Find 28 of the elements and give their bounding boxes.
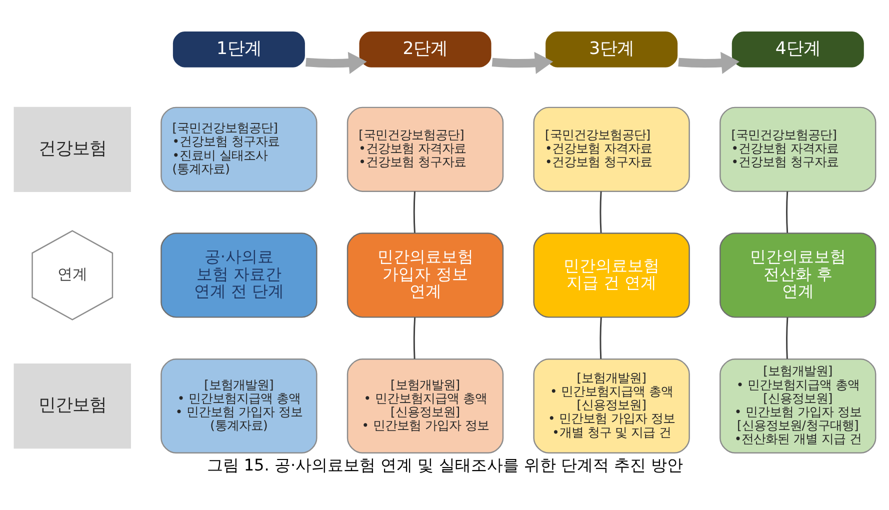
arrow (305, 51, 366, 74)
node-box: [보험개발원] • 민간보험지급액 총액 [신용정보원] • 민간보험 가입자 정보 •개별 청구 및 지급 건 (532, 358, 690, 454)
node-box: 3단계 (544, 30, 678, 68)
node-box: 민간의료보험 가입자 정보 연계 (346, 232, 504, 318)
connector (599, 316, 602, 358)
node-box: 건강보험 (13, 106, 130, 192)
connector (786, 190, 788, 232)
node-box: [보험개발원] • 민간보험지급액 총액 [신용정보원] • 민간보험 가입자 정보 (346, 358, 504, 454)
node-box: 4단계 (730, 30, 865, 68)
node-box: [국민건강보험공단] •건강보험 자격자료 •건강보험 청구자료 (346, 106, 504, 192)
arrow (678, 51, 739, 74)
node-box: [국민건강보험공단] •건강보험 청구자료 •진료비 실태조사 (통계자료) (160, 106, 317, 192)
caption: 그림 15. 공·사의료보험 연계 및 실태조사를 위한 단계적 추진 방안 (206, 455, 683, 474)
connector (786, 316, 788, 358)
node-box: [국민건강보험공단] •건강보험 자격자료 •건강보험 청구자료 (532, 106, 690, 192)
connector (412, 190, 415, 232)
node-box: [보험개발원] • 민간보험지급액 총액 [신용정보원] • 민간보험 가입자 정보 [신용정보원/청구대행] •전산화된 개별 지급 건 (719, 358, 876, 454)
connector (412, 316, 416, 358)
node-box: [국민건강보험공단] •건강보험 자격자료 •건강보험 청구자료 (719, 106, 876, 192)
node-box: 민간의료보험 지급 건 연계 (532, 232, 690, 318)
connector (599, 190, 602, 232)
node-box: [보험개발원] • 민간보험지급액 총액 • 민간보험 가입자 정보 (통계자료) (160, 358, 317, 454)
node-box: 2단계 (358, 30, 492, 68)
node-box: 1단계 (171, 30, 306, 68)
node-box: 민간보험 (13, 362, 130, 448)
arrow (491, 51, 553, 74)
node-box: 공·사의료 보험 자료간 연계 전 단계 (160, 232, 317, 318)
node-box: 민간의료보험 전산화 후 연계 (719, 232, 876, 318)
